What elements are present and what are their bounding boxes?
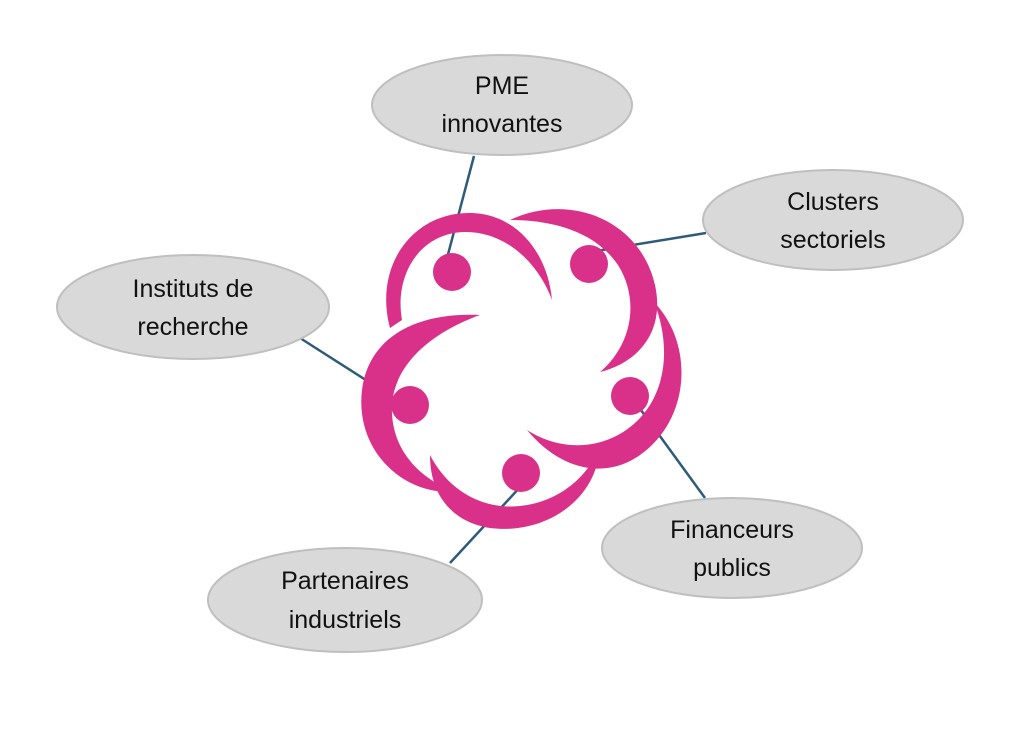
stakeholder-bubble-clusters: Clusters sectoriels	[702, 169, 964, 271]
person-head-left	[391, 386, 429, 424]
arc-top-left	[386, 213, 552, 328]
stakeholder-label: Partenaires	[281, 567, 409, 595]
stakeholder-bubble-pme: PME innovantes	[371, 54, 633, 156]
stakeholder-label: Financeurs	[670, 516, 794, 544]
person-head-top-right	[570, 245, 608, 283]
stakeholder-label: Instituts de	[133, 275, 254, 303]
stakeholder-label: publics	[693, 554, 771, 582]
arc-top-right	[510, 209, 658, 372]
stakeholder-label: sectoriels	[780, 226, 886, 254]
person-head-top-left	[433, 253, 471, 291]
stakeholder-bubble-instituts: Instituts de recherche	[56, 254, 330, 360]
stakeholder-label: recherche	[137, 313, 248, 341]
arc-bottom	[430, 445, 600, 529]
arc-left	[361, 314, 480, 493]
stakeholder-label: innovantes	[442, 110, 563, 138]
connectors	[299, 155, 707, 564]
stakeholder-bubble-partenaires: Partenaires industriels	[207, 547, 483, 653]
connector-pme	[444, 155, 476, 263]
stakeholder-label: Clusters	[787, 188, 879, 216]
person-head-right	[611, 377, 649, 415]
arc-right	[527, 302, 682, 469]
stakeholder-label: industriels	[289, 606, 402, 634]
connector-financeurs	[628, 394, 707, 499]
stakeholder-label: PME	[475, 72, 529, 100]
people-circle-icon	[361, 209, 682, 529]
stakeholder-bubble-financeurs: Financeurs publics	[601, 497, 863, 599]
person-head-bottom	[502, 454, 540, 492]
